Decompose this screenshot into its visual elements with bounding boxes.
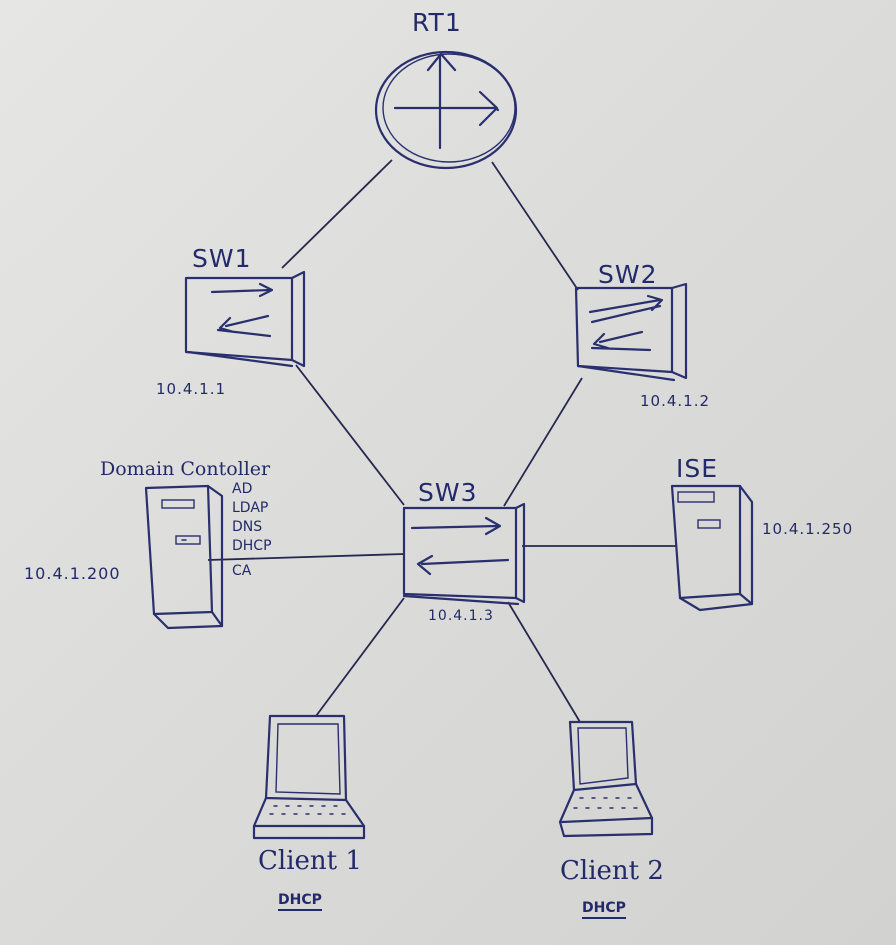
- sw2-ip: 10.4.1.2: [640, 392, 710, 410]
- client1-label: Client 1: [258, 846, 362, 876]
- service-ldap: LDAP: [232, 499, 272, 518]
- ise-ip: 10.4.1.250: [762, 520, 853, 538]
- client1-addressing: DHCP: [278, 892, 322, 911]
- sw3-ip: 10.4.1.3: [428, 608, 494, 624]
- dc-services-list: AD LDAP DNS DHCP CA: [232, 480, 272, 581]
- sw3-label: SW3: [418, 478, 478, 507]
- service-dns: DNS: [232, 518, 272, 537]
- ise-label: ISE: [676, 454, 718, 483]
- sw1-label: SW1: [192, 244, 252, 273]
- service-ad: AD: [232, 480, 272, 499]
- domain-controller-ip: 10.4.1.200: [24, 564, 121, 583]
- domain-controller-label: Domain Contoller: [100, 458, 270, 480]
- sw2-label: SW2: [598, 260, 658, 289]
- service-ca: CA: [232, 562, 272, 581]
- client2-label: Client 2: [560, 856, 664, 886]
- client2-addressing: DHCP: [582, 900, 626, 919]
- rt1-label: RT1: [412, 8, 462, 37]
- sw1-ip: 10.4.1.1: [156, 380, 226, 398]
- service-dhcp: DHCP: [232, 537, 272, 556]
